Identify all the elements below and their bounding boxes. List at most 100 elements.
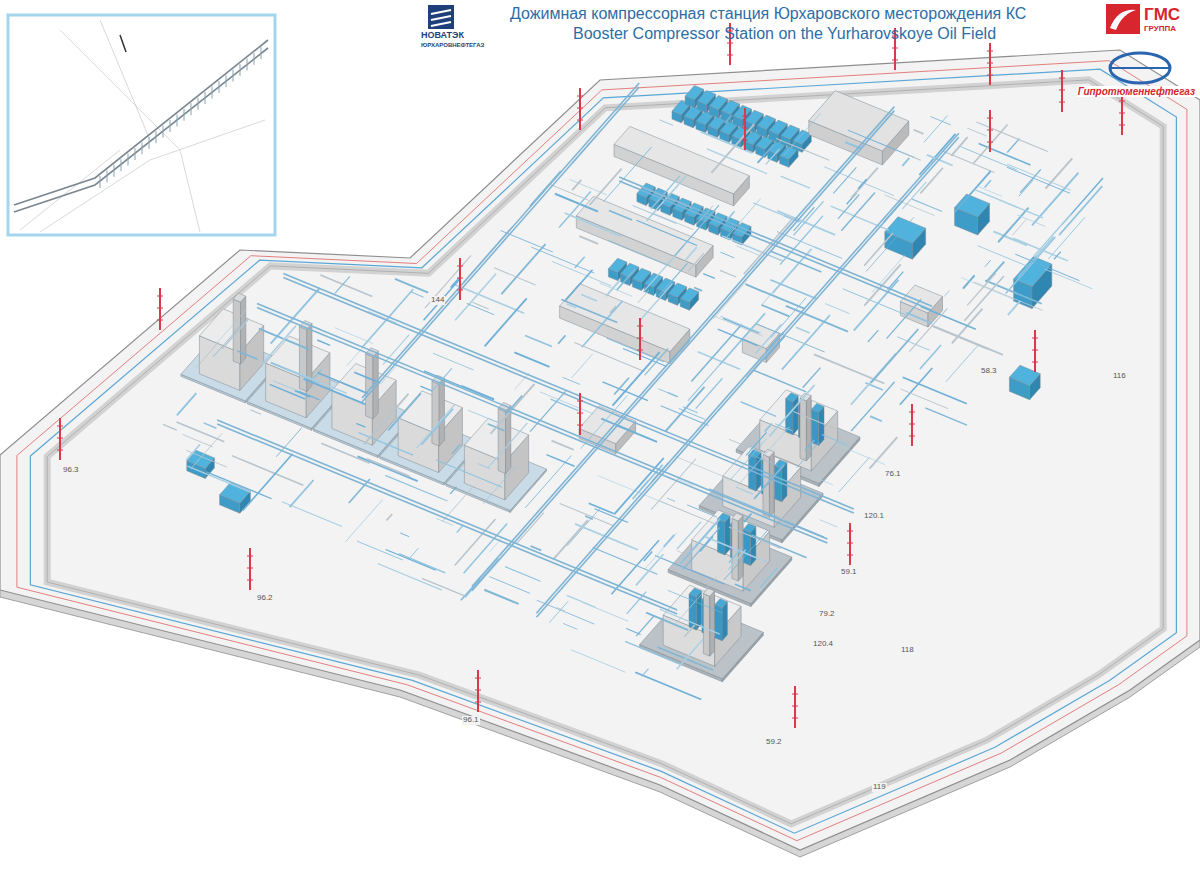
building-face [718, 519, 725, 555]
pipe [633, 205, 677, 223]
pipe [769, 385, 814, 436]
mast-bar [987, 142, 993, 143]
pipe [575, 257, 585, 268]
pipe [304, 379, 365, 404]
pipe [451, 278, 460, 288]
building-roof [692, 510, 770, 561]
pipe [616, 425, 657, 442]
pipe [604, 147, 652, 202]
mast-bar [792, 718, 798, 719]
building-face [811, 409, 818, 445]
giprotyumen-logo [1110, 67, 1170, 69]
shed [560, 284, 690, 364]
pipe [762, 258, 802, 304]
pipe [998, 208, 1028, 243]
mast-bar [1059, 90, 1065, 91]
mast-bar [57, 426, 63, 427]
pipe [754, 370, 806, 392]
pipe [741, 402, 777, 417]
pipe [1034, 214, 1071, 256]
roof-unit [811, 403, 824, 445]
building-roof [233, 293, 246, 302]
mast-bar [987, 63, 993, 64]
pipe [975, 190, 1043, 218]
pipe [484, 590, 518, 604]
callout-number: 96.3 [62, 466, 80, 475]
pipe-rack [536, 137, 958, 617]
inset-support [205, 92, 206, 104]
pipe [780, 216, 823, 265]
mast [159, 288, 161, 330]
pipe [1019, 180, 1033, 196]
pipe [677, 522, 701, 549]
pipe [902, 158, 909, 166]
novatek-logo-stripe [431, 16, 451, 20]
pipe [1020, 169, 1041, 192]
pipe [455, 274, 496, 320]
building-face [722, 602, 727, 641]
pipe [959, 146, 1017, 170]
compressor-unit [199, 309, 263, 391]
pipe [640, 284, 673, 321]
building-face [819, 407, 824, 446]
mast [729, 23, 731, 65]
pipe [712, 315, 762, 336]
pipe [805, 440, 814, 450]
pipe [901, 389, 948, 409]
pipe [582, 301, 623, 347]
pipe [1046, 158, 1073, 188]
mast-bar [909, 424, 915, 425]
inset-contour [40, 160, 150, 232]
pipe [677, 639, 703, 669]
pipe [501, 230, 553, 252]
mast-bar [792, 694, 798, 695]
pipe [711, 124, 754, 173]
pipe [299, 391, 319, 399]
mast-bar [475, 702, 481, 703]
compressor-unit [464, 418, 528, 500]
pipe [552, 441, 574, 450]
logo-text: ГРУППА [1143, 25, 1177, 34]
inset-support [177, 114, 178, 126]
exhaust-stack [732, 513, 743, 581]
pipe [773, 249, 812, 293]
pipe [550, 184, 589, 200]
mast-bar [157, 320, 163, 321]
inset-contour [150, 120, 265, 160]
exhaust-stack [432, 375, 445, 446]
mast-bar [987, 75, 993, 76]
subtitle: Booster Compressor Station on the Yurhar… [572, 25, 997, 43]
mast-bar [1119, 101, 1125, 102]
pipe-rack [257, 304, 827, 540]
pipe [675, 577, 716, 624]
mast-bar [987, 118, 993, 119]
pipe-rack [362, 83, 639, 398]
pipe [579, 236, 598, 244]
pipe [505, 567, 540, 582]
pipe [436, 460, 502, 487]
pipe [416, 405, 454, 448]
pipe [665, 387, 704, 432]
pipe [525, 335, 552, 346]
pipe [781, 176, 810, 188]
callout-number: 116 [1112, 372, 1127, 381]
pipe [986, 262, 1004, 283]
mast [849, 523, 851, 565]
pipe [345, 499, 382, 541]
pipe [563, 377, 580, 384]
mast-bar [57, 438, 63, 439]
pipe [335, 276, 350, 293]
pipe [530, 391, 565, 431]
pipe [411, 292, 424, 297]
pipe [822, 434, 849, 445]
logo-text: НОВАТЭК [420, 31, 465, 41]
pipe [686, 247, 697, 260]
mast-bar [577, 96, 583, 97]
mast [1061, 70, 1063, 112]
pipe [684, 625, 694, 637]
pipe [703, 274, 715, 279]
pipe [191, 433, 222, 469]
pipe [462, 385, 494, 398]
pipe [232, 456, 304, 486]
pipe [626, 629, 640, 635]
